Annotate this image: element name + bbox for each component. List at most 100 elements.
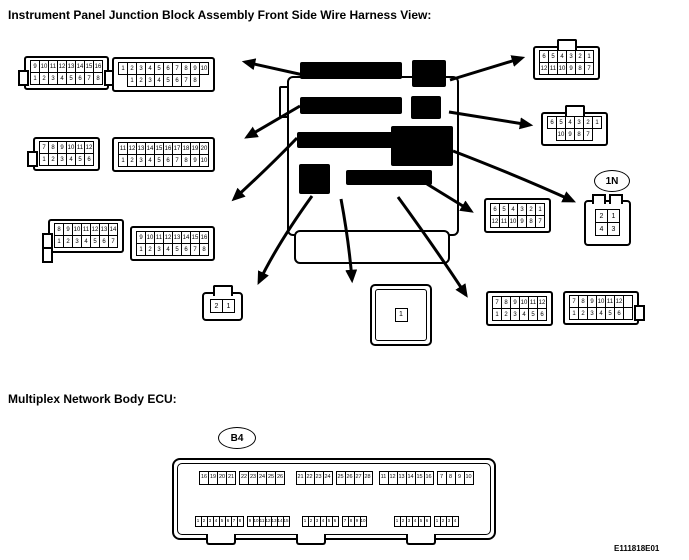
- pin-10: 10: [199, 62, 209, 75]
- pin-6: 6: [84, 153, 94, 166]
- figure-code: E111818E01: [614, 544, 660, 553]
- pin-4: 4: [451, 516, 459, 527]
- page-title-harness-view: Instrument Panel Junction Block Assembly…: [8, 8, 432, 22]
- mount-ear-icon: [18, 70, 29, 86]
- junction-block-connector-slot-2: [412, 60, 446, 87]
- pin-6: 6: [331, 516, 339, 527]
- pin-6: 6: [537, 308, 547, 321]
- pin-1: 1: [222, 299, 235, 313]
- junction-block-connector-slot-5: [297, 132, 403, 148]
- pin-8: 8: [199, 243, 209, 256]
- arrow-to-top-left: [241, 58, 309, 78]
- connector-label-b4: B4: [218, 427, 256, 449]
- pin-26: 26: [275, 471, 285, 485]
- junction-block-connector-slot-7: [299, 164, 330, 194]
- connector-bottom-center: 1: [370, 284, 432, 346]
- junction-block-connector-slot-4: [411, 96, 441, 119]
- page-title-body-ecu: Multiplex Network Body ECU:: [8, 392, 177, 406]
- pin-1: 1: [592, 116, 602, 129]
- pin-7: 7: [535, 215, 545, 228]
- lock-tab-icon: [564, 105, 585, 116]
- junction-block-connector-slot-1: [300, 62, 402, 79]
- arrow-to-right-2: [448, 110, 534, 130]
- lock-tab-icon: [212, 285, 233, 296]
- junction-block-connector-slot-3: [300, 97, 402, 114]
- pin-10: 10: [199, 154, 209, 167]
- mount-ear-icon: [27, 151, 38, 167]
- pin-21: 21: [226, 471, 236, 485]
- junction-block-lower-cover: [294, 230, 450, 264]
- ecu-mount-tab-icon: [296, 534, 326, 545]
- pin-1: 1: [394, 307, 408, 322]
- pin-6: 6: [423, 516, 431, 527]
- junction-block-connector-slot-8: [346, 170, 432, 185]
- lock-tab-icon: [556, 39, 577, 50]
- pin-blank: [623, 307, 633, 320]
- pin-7: 7: [108, 235, 118, 248]
- arrow-to-1n: [452, 149, 577, 203]
- pin-8: 8: [236, 516, 244, 527]
- pin-7: 7: [584, 62, 594, 75]
- pin-7: 7: [583, 128, 593, 141]
- connector-label-1n: 1N: [594, 170, 630, 192]
- ecu-mount-tab-icon: [406, 534, 436, 545]
- mount-ear-icon: [42, 247, 53, 263]
- junction-block-connector-slot-6: [391, 126, 453, 166]
- mount-ear-icon: [634, 305, 645, 321]
- pin-10: 10: [463, 471, 474, 485]
- pin-2: 2: [210, 299, 223, 313]
- pin-28: 28: [362, 471, 373, 485]
- pin-row: 1: [394, 307, 408, 322]
- pin-10: 10: [359, 516, 367, 527]
- pin-16: 16: [423, 471, 434, 485]
- pin-3: 3: [607, 222, 620, 236]
- ecu-mount-tab-icon: [206, 534, 236, 545]
